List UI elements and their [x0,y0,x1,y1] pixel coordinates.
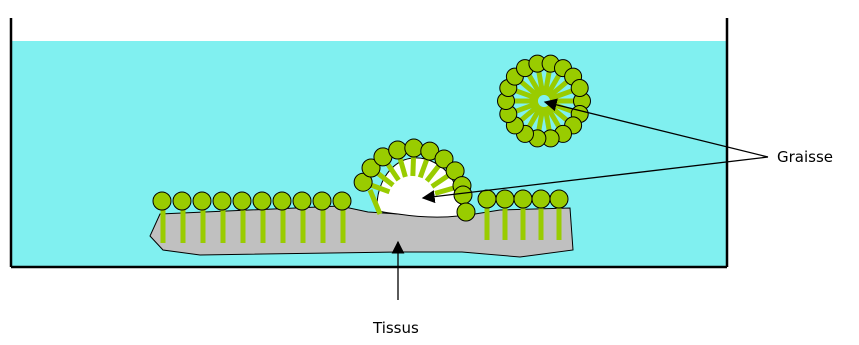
tissue-lipid-head [153,192,171,210]
droplet-lipid-head [405,139,423,157]
tissue-lipid-head [233,192,251,210]
tissue-lipid-head [313,192,331,210]
tissue-lipid-head [213,192,231,210]
fat-label: Graisse [777,148,833,166]
tissue-label: Tissus [372,319,419,337]
tissue-lipid-head [333,192,351,210]
micelle-lipid-head [571,80,588,97]
droplet-lipid-head [454,186,472,204]
tissue-lipid-head [253,192,271,210]
droplet-lipid-head [389,141,407,159]
tissue [150,206,573,257]
tissue-lipid-head [173,192,191,210]
tissue-lipid-head [293,192,311,210]
tissue-lipid-head [193,192,211,210]
tissue-lipid-head [532,190,550,208]
tissue-lipid-head [496,190,514,208]
droplet-lipid-head [457,203,475,221]
tissue-lipid-head [273,192,291,210]
tissue-lipid-head [514,190,532,208]
tissue-lipid-head [478,190,496,208]
tissue-lipid-head [550,190,568,208]
